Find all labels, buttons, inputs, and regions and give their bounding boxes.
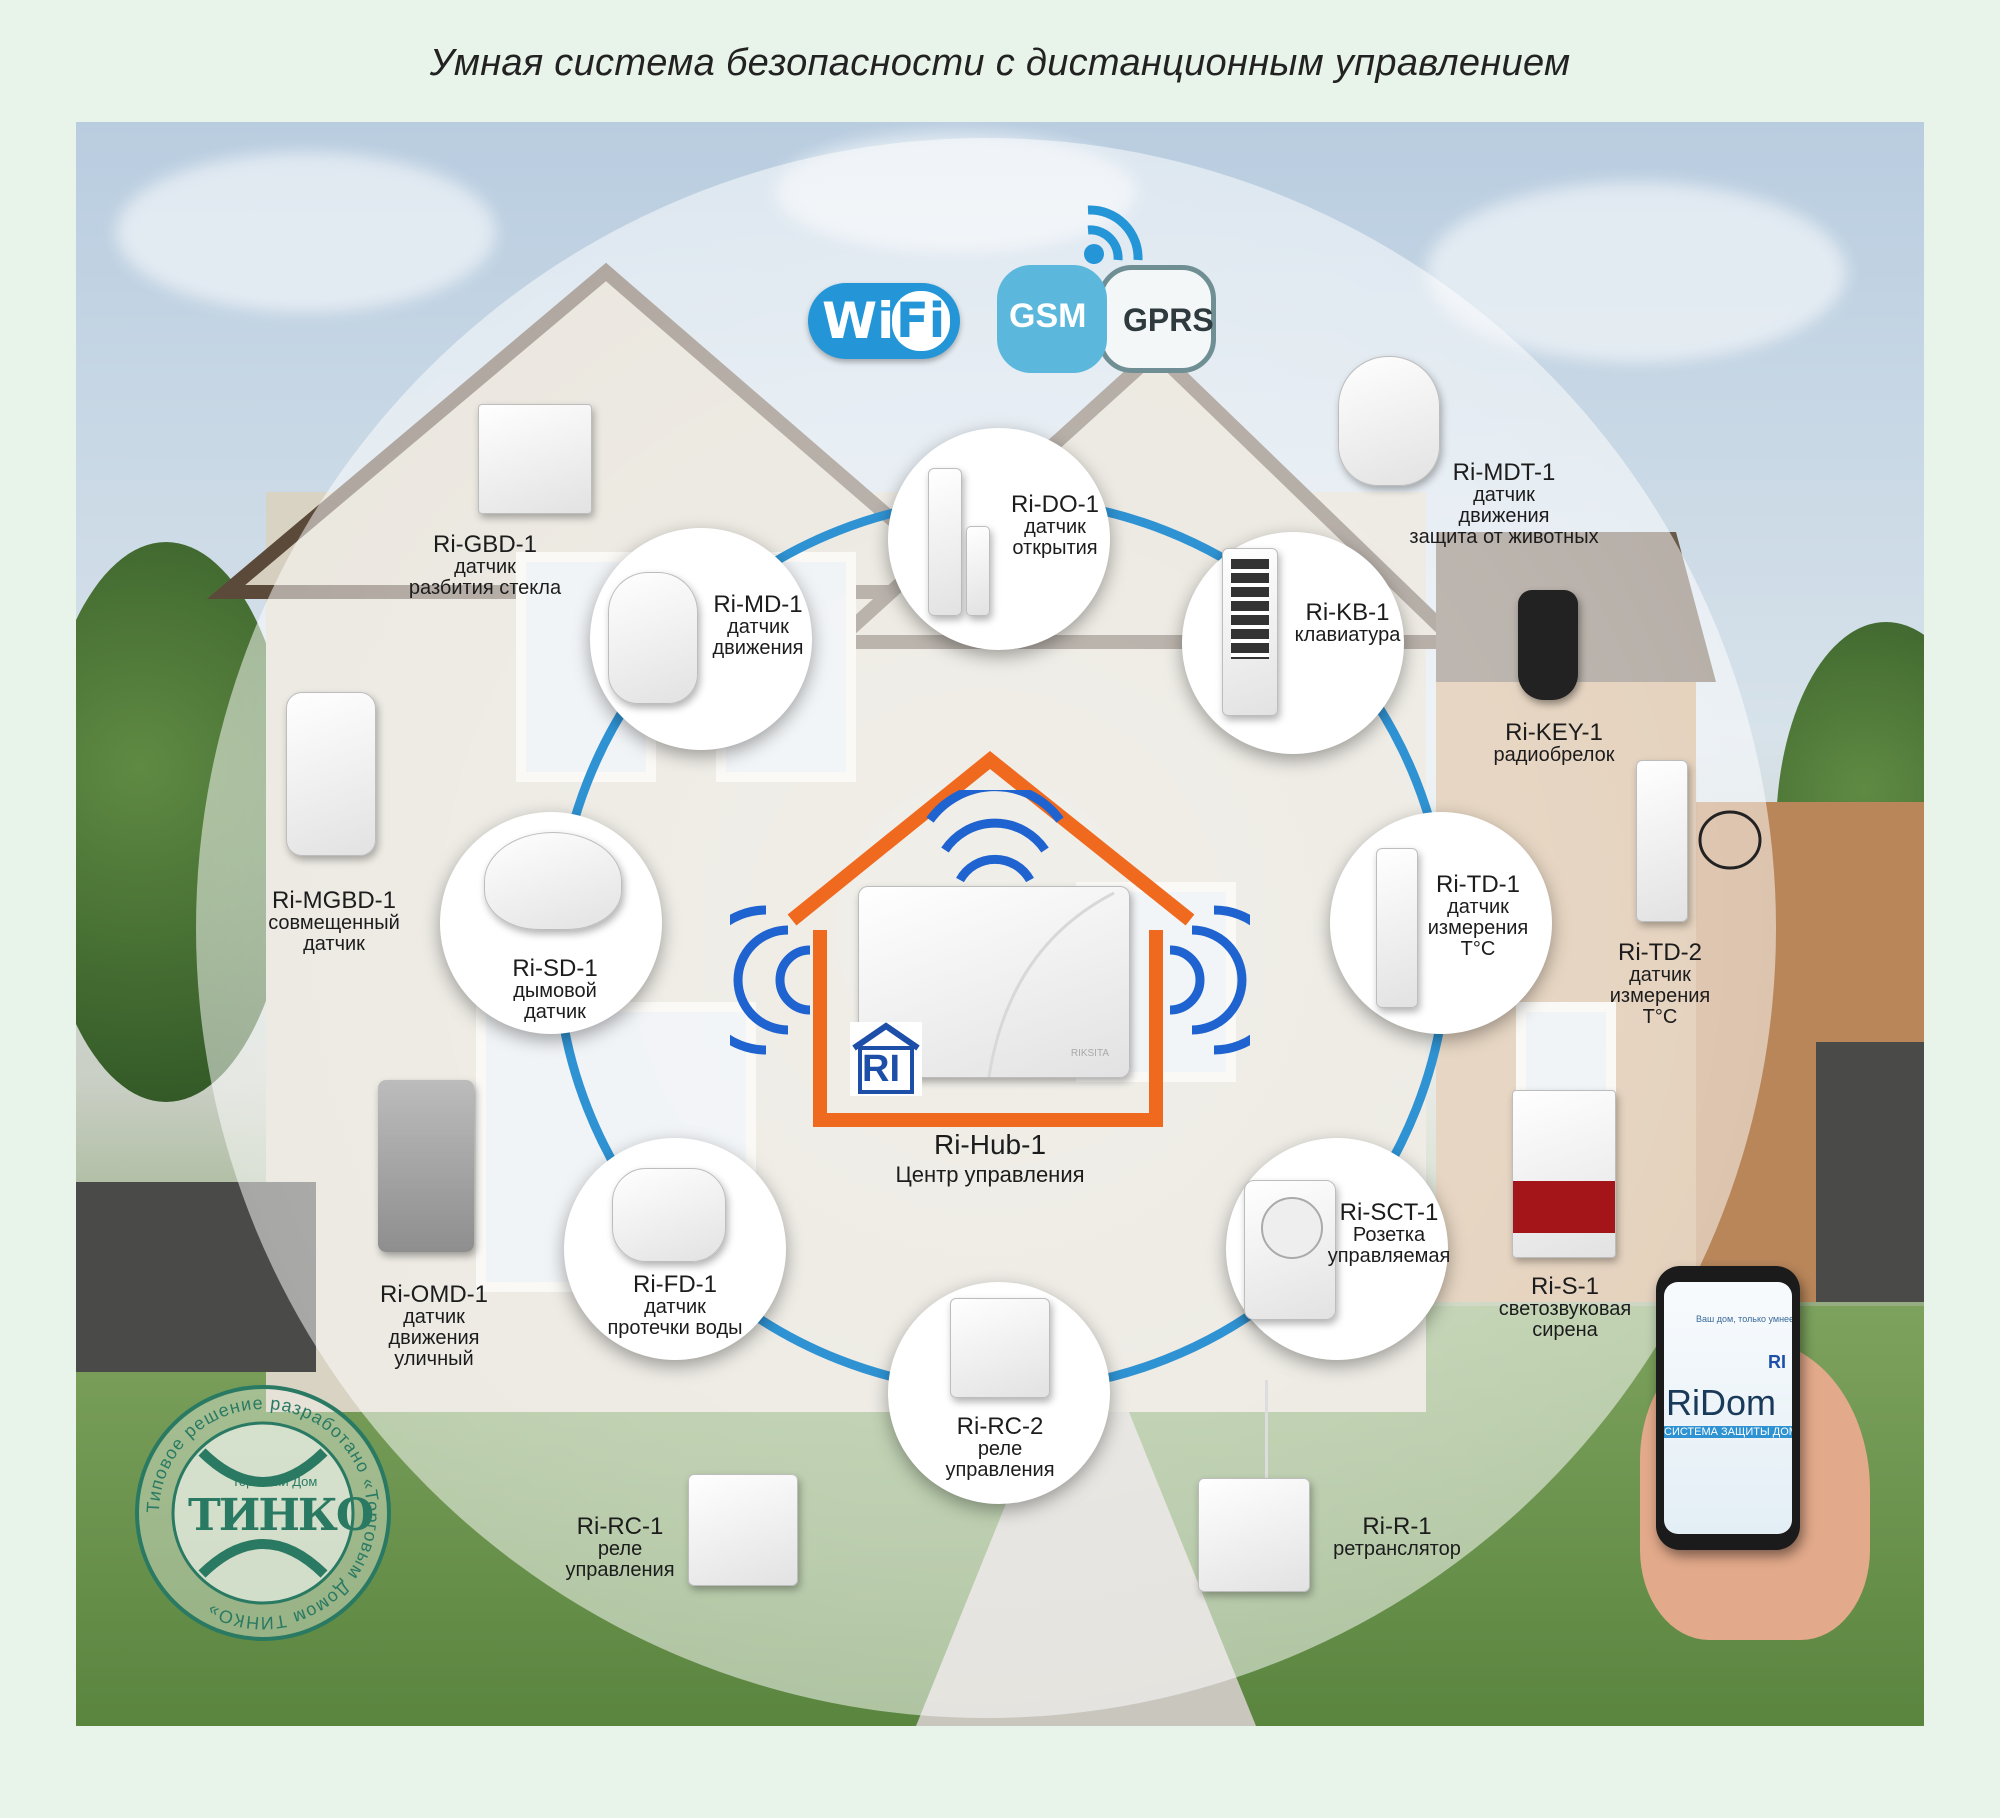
label-ri-key-1: Ri-KEY-1 радиобрелок (1493, 719, 1615, 767)
hub-label: Ri-Hub-1 Центр управления (860, 1129, 1120, 1188)
label-ri-s-1: Ri-S-1 светозвуковая сирена (1498, 1273, 1632, 1342)
hub-case-text: RIKSITA (1070, 1048, 1109, 1059)
signal-icon (1084, 205, 1143, 264)
label-ri-r-1: Ri-R-1 ретранслятор (1333, 1513, 1461, 1561)
label-ri-td-2: Ri-TD-2 датчик измерения T°C (1609, 939, 1711, 1029)
motion-sensor-icon (608, 572, 698, 704)
door-magnet-icon (966, 526, 990, 616)
hub-house-outline (787, 751, 1195, 1127)
relay-module-icon (688, 1474, 798, 1586)
label-ri-rc-2: Ri-RC-2 реле управления (945, 1413, 1055, 1482)
gprs-badge: GPRS (1098, 265, 1216, 373)
hub-model: Ri-Hub-1 (933, 1129, 1047, 1160)
temperature-probe-icon (1636, 760, 1688, 922)
phone-brand: RI (1768, 1352, 1786, 1372)
phone-subtitle: СИСТЕМА ЗАЩИТЫ ДОМА (1664, 1426, 1792, 1438)
smartphone: Ваш дом, только умнее RI RiDom СИСТЕМА З… (1656, 1266, 1800, 1550)
pet-motion-sensor-icon (1338, 356, 1440, 486)
outdoor-motion-sensor-icon (378, 1080, 474, 1252)
ri-logo-text: RI (862, 1048, 900, 1090)
label-ri-sd-1: Ri-SD-1 дымовой датчик (512, 955, 598, 1024)
door-sensor-icon (928, 468, 962, 616)
phone-app-name: RiDom (1666, 1382, 1777, 1423)
label-ri-kb-1: Ri-KB-1 клавиатура (1294, 599, 1401, 647)
repeater-icon (1198, 1478, 1310, 1592)
label-ri-sct-1: Ri-SCT-1 Розетка управляемая (1327, 1199, 1451, 1268)
node-ri-do-1 (888, 428, 1110, 650)
label-ri-md-1: Ri-MD-1 датчик движения (712, 591, 804, 660)
keypad-icon (1222, 548, 1278, 716)
label-ri-rc-1: Ri-RC-1 реле управления (565, 1513, 675, 1582)
gsm-badge: GSM (997, 265, 1107, 373)
node-ri-kb-1 (1182, 532, 1404, 754)
temperature-sensor-icon (1376, 848, 1418, 1008)
antenna-icon (1265, 1380, 1268, 1480)
wifi-text-right: Fi (896, 293, 946, 349)
hub-desc: Центр управления (895, 1162, 1085, 1188)
siren-icon (1512, 1090, 1616, 1258)
smoke-detector-icon (484, 832, 622, 930)
gsm-text: GSM (1009, 297, 1087, 335)
label-ri-mdt-1: Ri-MDT-1 датчик движения защита от живот… (1409, 459, 1599, 549)
label-ri-td-1: Ri-TD-1 датчик измерения T°C (1427, 871, 1529, 961)
stamp-small-text: Торговый Дом (232, 1474, 318, 1489)
glass-break-sensor-icon (478, 404, 592, 514)
stamp-logo: ТИНКО (188, 1490, 374, 1541)
relay-icon (950, 1298, 1050, 1398)
smart-socket-icon (1244, 1180, 1336, 1320)
label-ri-fd-1: Ri-FD-1 датчик протечки воды (607, 1271, 743, 1340)
page-title: Умная система безопасности с дистанционн… (429, 42, 1571, 84)
key-fob-icon (1518, 590, 1578, 700)
node-ri-td-1 (1330, 812, 1552, 1034)
wifi-text-left: Wi (822, 292, 895, 350)
label-ri-mgbd-1: Ri-MGBD-1 совмещенный датчик (268, 887, 400, 956)
label-ri-gbd-1: Ri-GBD-1 датчик разбития стекла (408, 531, 562, 600)
wifi-badge: Wi Fi (808, 283, 960, 359)
gprs-text: GPRS (1123, 302, 1214, 338)
label-ri-do-1: Ri-DO-1 датчик открытия (1011, 491, 1099, 560)
ri-logo: RI (850, 1022, 922, 1096)
phone-screen: Ваш дом, только умнее RI RiDom СИСТЕМА З… (1664, 1282, 1792, 1534)
combined-sensor-icon (286, 692, 376, 856)
label-ri-omd-1: Ri-OMD-1 датчик движения уличный (380, 1281, 488, 1371)
phone-tagline: Ваш дом, только умнее (1696, 1314, 1792, 1324)
hub-waves-icon (730, 790, 1250, 1055)
probe-cable-icon (1698, 810, 1762, 870)
water-leak-sensor-icon (612, 1168, 726, 1262)
tinko-stamp: Типовое решение разработано «Торговым До… (132, 1382, 394, 1644)
